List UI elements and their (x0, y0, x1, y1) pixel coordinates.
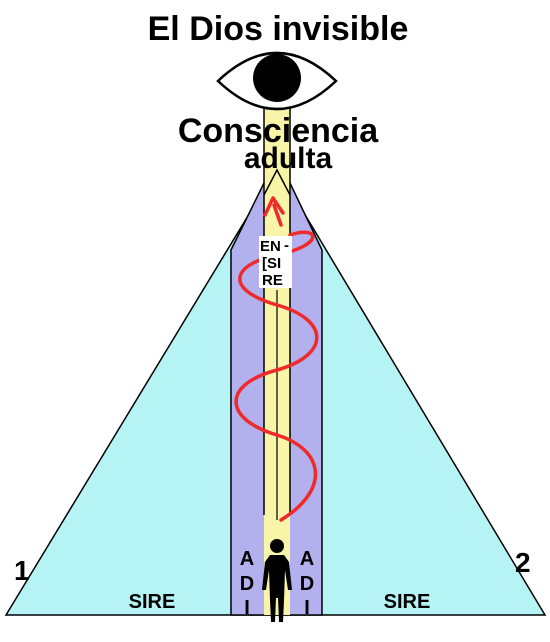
left-corner-number: 1 (14, 555, 30, 586)
left-adi-letter-a: A (240, 548, 254, 570)
right-adi-letter-d: D (300, 573, 314, 595)
human-figure-icon (262, 539, 292, 622)
right-adi-letter-i: I (304, 597, 310, 619)
page-title: El Dios invisible (148, 10, 409, 48)
light-beam-tip (263, 168, 291, 196)
spiral-label-line1: EN (260, 238, 281, 255)
eye-icon (216, 51, 338, 111)
left-adi-letter-d: D (240, 573, 254, 595)
right-adi-letter-a: A (300, 548, 314, 570)
right-corner-number: 2 (515, 547, 531, 578)
consciousness-line2: adulta (244, 142, 333, 175)
left-zone-label: SIRE (129, 591, 176, 613)
arrow-up-icon (263, 196, 285, 217)
left-adi-letter-i: I (244, 597, 250, 619)
spiral-label-dash: - (284, 237, 289, 254)
spiral-label-line3: RE (262, 272, 283, 289)
consciousness-line1: Consciencia (178, 112, 379, 150)
spiral-label-box (259, 236, 292, 288)
right-zone-label: SIRE (384, 591, 431, 613)
spiral-label-line2: [SI (262, 255, 281, 272)
